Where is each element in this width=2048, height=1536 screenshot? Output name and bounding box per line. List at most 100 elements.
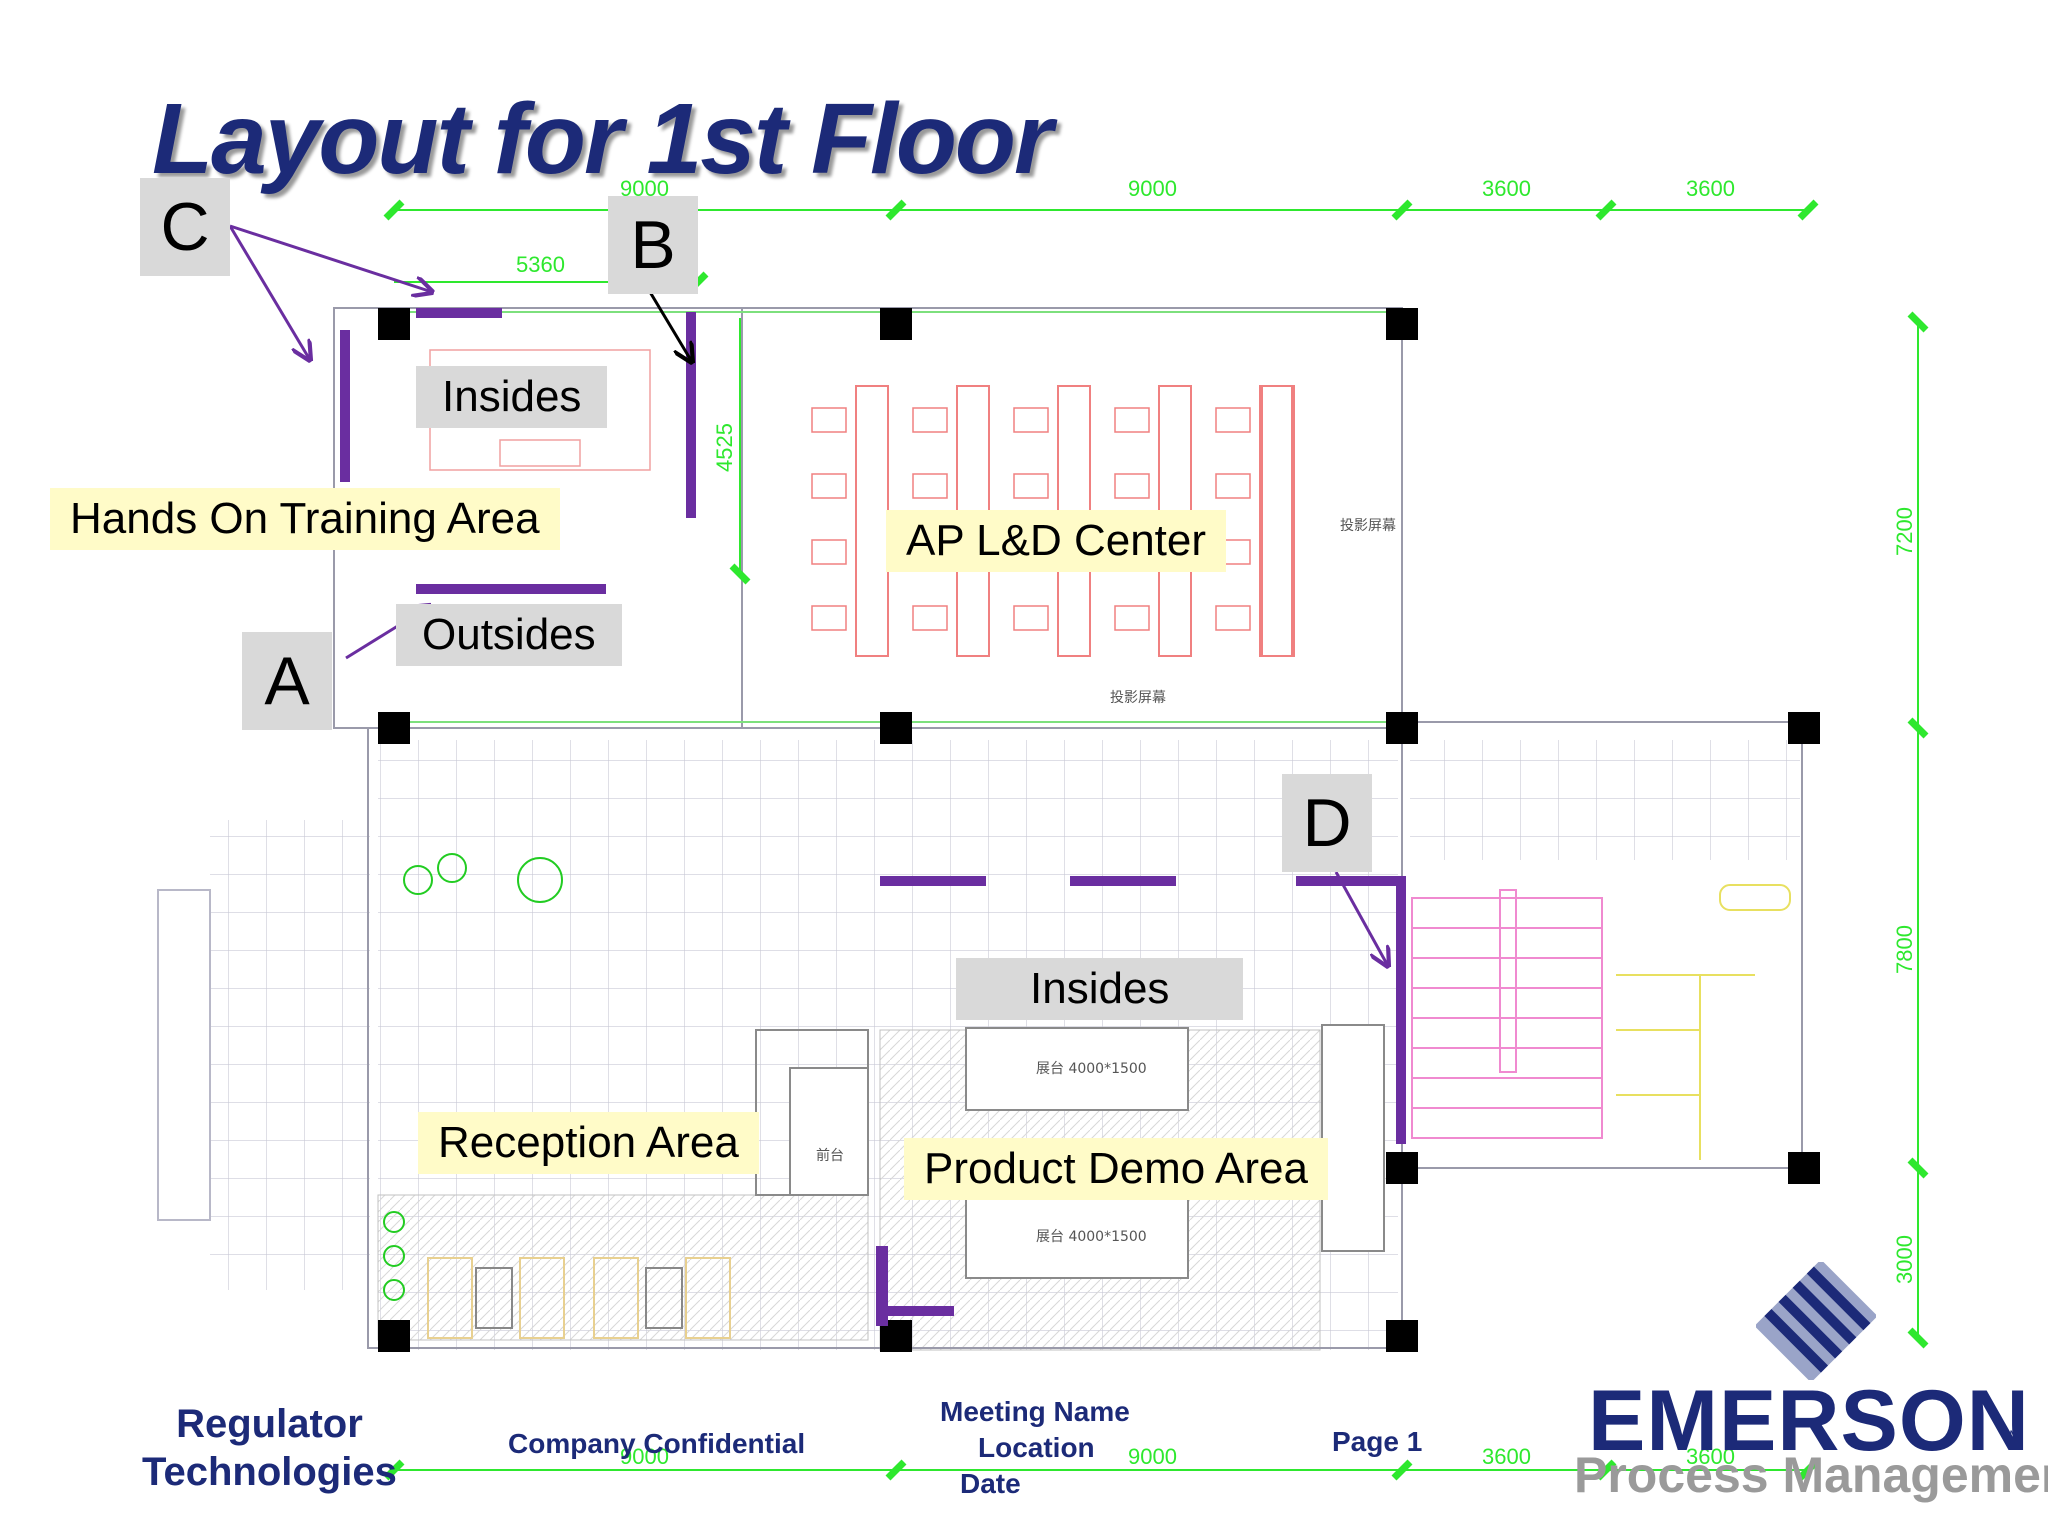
display-table-note-2: 展台 4000*1500 [1036, 1229, 1147, 1245]
lounge-tables [475, 1267, 683, 1329]
label-product-demo-area: Product Demo Area [904, 1138, 1328, 1200]
chair-1-2 [811, 473, 847, 499]
restroom [1616, 884, 1791, 1160]
chair-1-3 [811, 539, 847, 565]
label-insides-demo: Insides [956, 958, 1244, 1020]
wall-marker-2 [340, 330, 350, 482]
arrow-b [648, 291, 692, 362]
tick-bottom-1 [383, 1459, 405, 1481]
column-1 [378, 308, 410, 340]
wall-marker-7 [1296, 876, 1402, 886]
tick-top-3 [1391, 199, 1413, 221]
chair-1-1 [811, 407, 847, 433]
wall-marker-5 [880, 876, 986, 886]
emerson-logo-icon [1756, 1262, 1876, 1380]
tick-right-3 [1907, 1157, 1929, 1179]
arrow-c-left [228, 225, 310, 360]
tick-right-2 [1907, 717, 1929, 739]
display-table-note-1: 展台 4000*1500 [1036, 1061, 1147, 1077]
chair-2-1 [912, 407, 948, 433]
dim-right-2: 7800 [1892, 925, 1917, 974]
wall-marker-8 [1396, 876, 1406, 1144]
dim-right-3: 3000 [1892, 1235, 1917, 1284]
dimension-ticks [383, 199, 1929, 1481]
marker-c: C [140, 178, 230, 276]
screen-note-side: 投影屏幕 [1340, 518, 1396, 534]
chair-3-1 [1013, 407, 1049, 433]
column-3 [1386, 308, 1418, 340]
label-insides-training: Insides [416, 366, 608, 428]
marker-b: B [608, 196, 698, 294]
wall-marker-3 [686, 312, 696, 518]
desk-5 [1259, 385, 1293, 657]
footer-company: Regulator Technologies [142, 1402, 397, 1494]
column-8 [1386, 1152, 1418, 1184]
wall-marker-10 [884, 1306, 954, 1316]
tick-right-1 [1907, 311, 1929, 333]
dim-top-3: 3600 [1482, 176, 1531, 201]
dim-top-4: 3600 [1686, 176, 1735, 201]
column-2 [880, 308, 912, 340]
demo-side-table [1321, 1024, 1385, 1252]
purple-wall-markers [340, 308, 1406, 1326]
desk-1 [855, 385, 889, 657]
tick-right-4 [1907, 1327, 1929, 1349]
chair-3-2 [1013, 473, 1049, 499]
chair-4-4 [1114, 605, 1150, 631]
chair-5-1 [1215, 407, 1251, 433]
dim-bottom-3: 3600 [1482, 1444, 1531, 1469]
tick-top-5 [1797, 199, 1819, 221]
plants [383, 853, 563, 1301]
dim-top-2: 9000 [1128, 176, 1177, 201]
arrow-d [1334, 871, 1388, 966]
tick-inner-height [729, 563, 751, 585]
wall-marker-1 [416, 308, 502, 318]
dim-inner-width: 5360 [516, 252, 565, 277]
marker-d: D [1282, 774, 1372, 872]
dim-bottom-1: 9000 [620, 1444, 669, 1469]
column-4 [378, 712, 410, 744]
column-7 [1788, 712, 1820, 744]
screen-note-bottom: 投影屏幕 [1110, 690, 1166, 706]
column-6 [1386, 712, 1418, 744]
wall-marker-6 [1070, 876, 1176, 886]
plan-notes: 投影屏幕 投影屏幕 前台 展台 4000*1500 展台 4000*1500 [816, 518, 1396, 1245]
tick-bottom-5 [1797, 1459, 1819, 1481]
column-10 [378, 1320, 410, 1352]
label-ap-ld-center: AP L&D Center [886, 510, 1227, 572]
staircase [1411, 889, 1603, 1139]
column-12 [1386, 1320, 1418, 1352]
footer-date: Date [960, 1468, 1021, 1499]
entrance-grid [210, 820, 370, 1290]
reception-hatch [377, 1194, 869, 1341]
dim-bottom-4: 3600 [1686, 1444, 1735, 1469]
front-desk-note: 前台 [816, 1147, 844, 1164]
desk-6 [1261, 385, 1295, 657]
dim-right-1: 7200 [1892, 507, 1917, 556]
arrow-c-top [229, 224, 432, 292]
chair-2-4 [912, 605, 948, 631]
column-5 [880, 712, 912, 744]
entrance-steps [157, 889, 211, 1221]
brand-trademark: TM [2002, 1428, 2020, 1442]
footer-page: Page 1 [1332, 1426, 1423, 1457]
dimension-labels: 9000 9000 3600 3600 5360 9000 9000 3600 … [516, 176, 1917, 1469]
tick-bottom-3 [1391, 1459, 1413, 1481]
tick-bottom-2 [885, 1459, 907, 1481]
chair-5-2 [1215, 473, 1251, 499]
tick-bottom-4 [1595, 1459, 1617, 1481]
page-title: Layout for 1st Floor [152, 83, 1053, 195]
reception-counter [789, 1067, 869, 1196]
wall-marker-4 [416, 584, 606, 594]
footer-confidential: Company Confidential [508, 1428, 806, 1459]
brand-name: EMERSON [1588, 1373, 2030, 1469]
brand-subtitle: Process Management [1574, 1447, 2048, 1503]
tick-top-4 [1595, 199, 1617, 221]
display-table-top [965, 1027, 1189, 1111]
footer-meeting-name: Meeting Name [940, 1396, 1130, 1427]
tick-top-2 [885, 199, 907, 221]
chair-1-4 [811, 605, 847, 631]
column-9 [1788, 1152, 1820, 1184]
chair-2-2 [912, 473, 948, 499]
